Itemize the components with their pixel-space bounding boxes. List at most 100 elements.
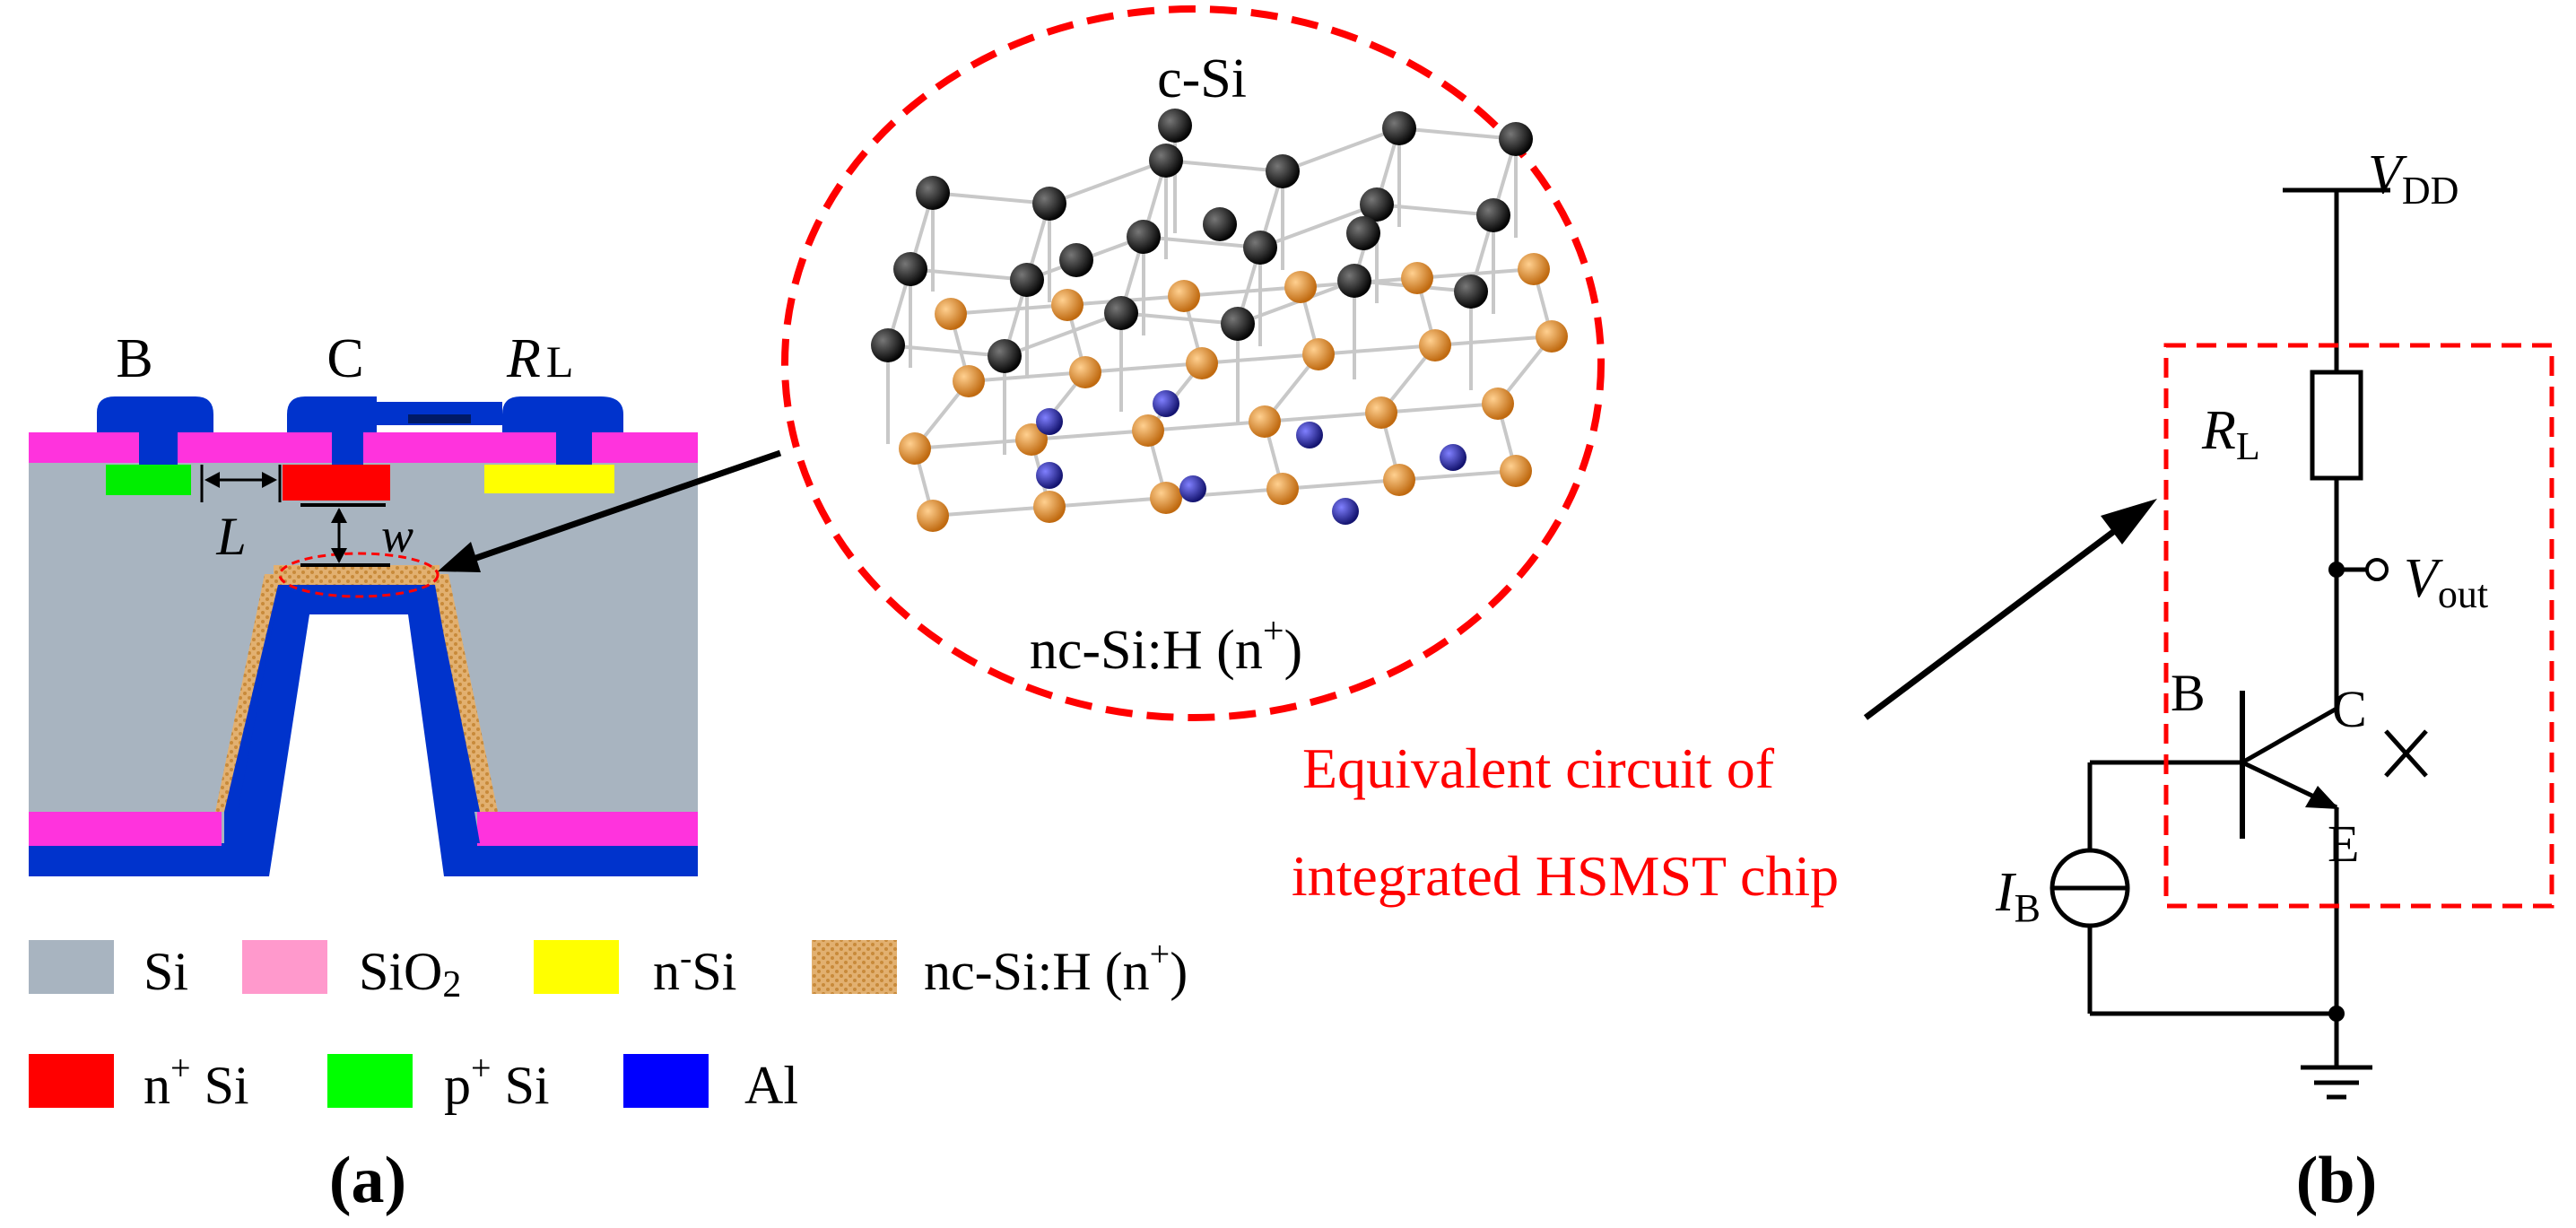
zoom-pointer-arrow [448,449,782,570]
lattice-bond [909,267,1028,282]
lattice-bond [1376,203,1494,217]
lattice-atom-dopant [1036,462,1063,489]
lattice-atom-nc-si [953,365,985,397]
resistor-rl [2310,370,2363,481]
label-collector: C [2332,680,2367,738]
vout-terminal [2365,558,2389,581]
lattice-atom-nc-si [1536,320,1568,353]
zoom-ellipse [781,5,1605,721]
lattice-bond [1282,478,1400,491]
lattice-atom-nc-si [1150,482,1182,514]
lattice-atom-nc-si [1401,262,1433,294]
lattice-atom-c-si [1149,144,1183,178]
crystal-lattice [871,109,1568,532]
label-circuit-rl: RL [2201,400,2260,468]
label-ib: IB [1995,862,2041,930]
legend-text-al: Al [744,1056,798,1115]
lattice-atom-c-si [1127,220,1161,254]
label-c: C [326,328,363,389]
lattice-bond [1318,344,1436,356]
lattice-atom-nc-si [935,298,967,330]
lattice-atom-c-si [1221,307,1255,341]
n-plus-region [283,465,390,501]
lattice-atom-nc-si [1186,347,1218,379]
lattice-atom-nc-si [1069,356,1101,388]
lattice-bond [887,344,1005,358]
lattice-bond [932,505,1050,518]
lattice-atom-nc-si [1249,405,1281,438]
lattice-bond [1264,411,1382,423]
lattice-atom-c-si [1346,216,1380,250]
lattice-atom-nc-si [1033,491,1066,523]
zoom-pointer-arrowhead [438,542,481,572]
dim-l-arrowhead-right [262,472,277,488]
lattice-atom-c-si [1010,263,1044,297]
label-emitter: E [2328,814,2359,873]
lattice-bond [1031,429,1149,441]
lattice-bond [1259,203,1378,249]
lattice-bond [1147,420,1266,432]
zoom-bottom-label: nc-Si:H (n+) [1030,611,1302,681]
lattice-atom-c-si [1032,187,1066,221]
lattice-atom-c-si [1382,111,1416,145]
lattice-zoom: c-Si nc-Si:H (n+) [781,5,1605,721]
lattice-bond [1049,496,1167,509]
label-base: B [2171,664,2206,722]
contact-c-al [287,396,377,465]
legend-swatch-p-plus-si [327,1054,413,1108]
transistor-collector [2241,706,2338,765]
lattice-bond [1004,311,1122,358]
lattice-bond [1398,469,1517,482]
lattice-atom-nc-si [1015,423,1048,456]
legend-swatch-n-minus-si [534,940,619,994]
label-vout: Vout [2404,548,2488,616]
label-vdd: VDD [2368,144,2459,213]
callout-line-2: integrated HSMST chip [1292,844,1839,908]
legend-swatch-n-plus-si [29,1054,114,1108]
lattice-atom-c-si [916,176,950,210]
legend-swatch-nc-si-h [812,940,897,994]
lattice-atom-c-si [988,339,1022,373]
zoom-top-label: c-Si [1157,48,1247,109]
emitter-arrowhead [2305,786,2339,809]
lattice-atom-c-si [1266,154,1300,188]
label-dim-l: L [215,507,246,566]
lattice-atom-c-si [1104,296,1138,330]
lattice-atom-dopant [1179,475,1206,502]
dim-l-arrowhead-left [205,472,220,488]
x-mark-b [2384,729,2428,778]
lattice-bond [1201,353,1319,365]
callout-arrow [1863,513,2137,720]
contact-b-al [97,396,213,465]
lattice-bond [1084,361,1203,374]
lattice-atom-nc-si [1500,455,1532,487]
lattice-atom-nc-si [1266,473,1299,505]
dim-w-arrowhead-bottom [331,548,347,563]
lattice-atom-c-si [1243,231,1277,265]
lattice-atom-c-si [1059,243,1093,277]
lattice-atom-c-si [1203,207,1237,241]
lattice-atom-c-si [1499,122,1533,156]
legend-text-nc-si-h: nc-Si:H (n+) [924,934,1188,1001]
legend-text-sio2: SiO2 [359,942,461,1006]
nc-si-top [274,565,439,585]
lattice-atom-c-si [1158,109,1192,143]
legend-swatch-al [623,1054,709,1108]
trench-cavity [269,614,444,876]
legend-text-n-plus-si: n+ Si [144,1048,249,1115]
lattice-bond [1143,235,1261,249]
lattice-atom-c-si [871,328,905,362]
callout-arrowhead [2101,499,2157,544]
lattice-bond [1049,159,1167,205]
lattice-atom-nc-si [1383,464,1415,496]
lattice-atom-nc-si [899,432,931,465]
nc-si-highlight-ellipse [278,552,439,598]
legend-swatch-sio2 [242,940,327,994]
lattice-atom-nc-si [1419,329,1451,361]
lattice-atom-c-si [1454,274,1488,309]
vout-node-dot [2328,562,2345,578]
